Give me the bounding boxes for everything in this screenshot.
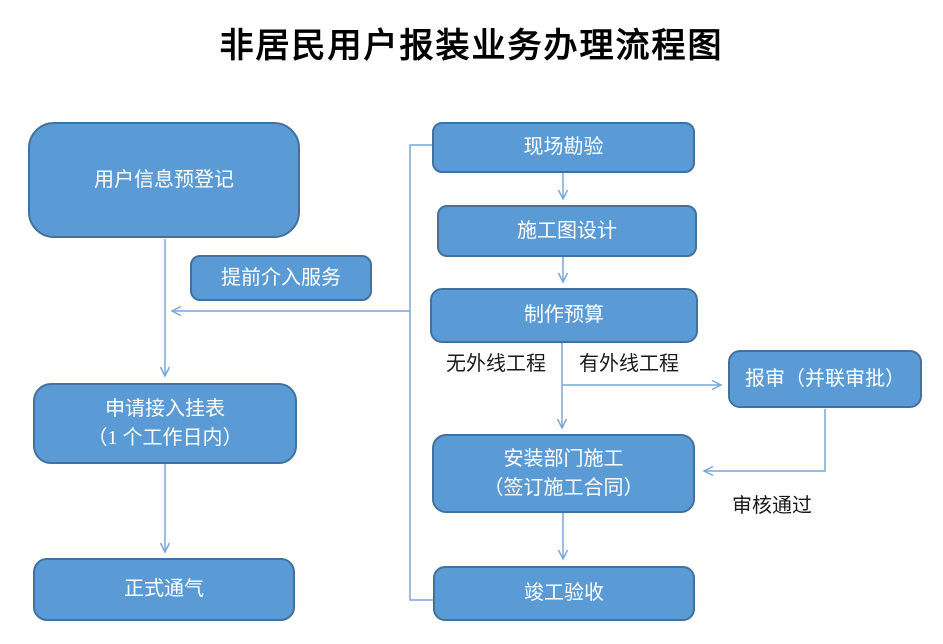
- node-installation-line1: 安装部门施工: [503, 447, 624, 470]
- node-apply-meter-line1: 申请接入挂表: [105, 397, 225, 420]
- node-early-intervention-service-label: 提前介入服务: [221, 266, 341, 289]
- node-completion-acceptance-label: 竣工验收: [524, 582, 604, 604]
- node-official-gas-supply: 正式通气: [33, 558, 295, 621]
- node-budget-preparation-label: 制作预算: [524, 304, 604, 326]
- node-submit-parallel-approval-label: 报审（并联审批）: [745, 367, 905, 390]
- node-budget-preparation: 制作预算: [430, 288, 698, 343]
- node-construction-drawing-design-label: 施工图设计: [517, 219, 617, 242]
- connector-approval-to-install: [702, 409, 826, 477]
- node-installation-line2: （签订施工合同）: [483, 476, 644, 499]
- edge-label-has-external-line-project: 有外线工程: [579, 353, 679, 375]
- node-official-gas-supply-label: 正式通气: [124, 578, 204, 600]
- node-completion-acceptance: 竣工验收: [433, 566, 695, 621]
- node-user-pre-registration: 用户信息预登记: [28, 122, 300, 238]
- edge-label-review-passed: 审核通过: [732, 495, 812, 517]
- node-early-intervention-service: 提前介入服务: [190, 255, 372, 301]
- node-user-pre-registration-label: 用户信息预登记: [94, 168, 234, 191]
- node-site-survey-label: 现场勘验: [523, 136, 604, 158]
- node-installation-department-construction: 安装部门施工 （签订施工合同）: [432, 434, 695, 513]
- node-apply-meter-line2: （1 个工作日内）: [87, 426, 243, 449]
- edge-label-no-external-line-project: 无外线工程: [446, 353, 546, 375]
- connector-bracket-right-column: [409, 144, 433, 601]
- node-construction-drawing-design: 施工图设计: [437, 205, 697, 257]
- page-title: 非居民用户报装业务办理流程图: [219, 28, 724, 65]
- node-site-survey: 现场勘验: [432, 122, 695, 173]
- node-apply-meter-connection: 申请接入挂表 （1 个工作日内）: [33, 383, 297, 464]
- node-submit-parallel-approval: 报审（并联审批）: [728, 350, 922, 408]
